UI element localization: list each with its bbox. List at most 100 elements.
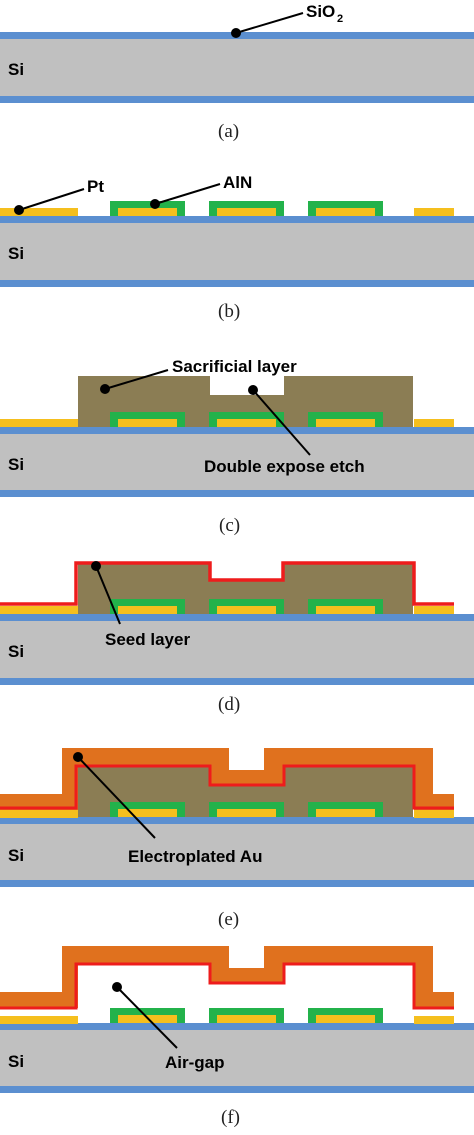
si-label: Si (8, 244, 24, 263)
step-d: Si Seed layer (d) (0, 561, 474, 715)
pt-electrode (316, 1015, 375, 1023)
pt-electrode-left (0, 419, 78, 427)
seed-layer (0, 561, 454, 606)
double-expose-pointer-dot (248, 385, 258, 395)
pt-electrode (217, 1015, 276, 1023)
caption-b: (b) (218, 301, 240, 322)
airgap-pointer (116, 986, 178, 1049)
si-substrate (0, 1026, 474, 1088)
airgap-label: Air-gap (165, 1053, 225, 1072)
pt-pointer-dot (14, 205, 24, 215)
sio2-pointer (235, 12, 304, 34)
pt-electrode-right (414, 606, 454, 614)
sio2-bottom-layer (0, 678, 474, 685)
aln-pt-stack-1 (110, 412, 185, 427)
sacrificial-pointer-dot (100, 384, 110, 394)
si-label: Si (8, 455, 24, 474)
caption-a: (a) (218, 121, 239, 142)
aln-label: AlN (223, 173, 252, 192)
aln-pt-stack-2 (209, 201, 284, 216)
caption-d: (d) (218, 694, 240, 715)
pt-electrode (118, 208, 177, 216)
sio2-bottom-layer (0, 490, 474, 497)
seed-layer (0, 764, 454, 810)
seed-pointer-dot (91, 561, 101, 571)
pt-pointer (18, 188, 85, 211)
electroplated-au-bridge (0, 946, 454, 1008)
electroplated-pointer (77, 756, 156, 839)
step-b: Si Pt AlN (b) (0, 173, 474, 322)
aln-pointer (154, 183, 221, 205)
sio2-bottom-layer (0, 280, 474, 287)
aln-pt-stack-2 (209, 1008, 284, 1023)
pt-electrode-right (414, 208, 454, 216)
si-label: Si (8, 60, 24, 79)
pt-electrode-left (0, 810, 78, 818)
aln-pt-stack-1 (110, 802, 185, 817)
aln-pt-stack-1 (110, 201, 185, 216)
double-expose-label: Double expose etch (204, 457, 365, 476)
aln-pt-stack-2 (209, 802, 284, 817)
si-substrate (0, 430, 474, 492)
aln-pt-stack-2 (209, 599, 284, 614)
sio2-top-layer (0, 427, 474, 434)
sio2-bottom-layer (0, 96, 474, 103)
aln-pt-stack-2 (209, 412, 284, 427)
aln-pt-stack-1 (110, 1008, 185, 1023)
aln-pt-stack-1 (110, 599, 185, 614)
caption-e: (e) (218, 909, 239, 930)
aln-pt-stack-3 (308, 1008, 383, 1023)
si-substrate (0, 820, 474, 882)
pt-electrode (118, 809, 177, 817)
aln-pt-stack-3 (308, 201, 383, 216)
sio2-bottom-layer (0, 1086, 474, 1093)
electroplated-au-layer (0, 748, 454, 810)
pt-electrode (316, 208, 375, 216)
seed-pointer (95, 565, 121, 625)
pt-label: Pt (87, 177, 104, 196)
aln-pt-stack-3 (308, 412, 383, 427)
si-substrate (0, 36, 474, 98)
sio2-pointer-dot (231, 28, 241, 38)
si-label: Si (8, 846, 24, 865)
step-f: Si Air-gap (f) (0, 946, 474, 1128)
electroplated-pointer-dot (73, 752, 83, 762)
sio2-top-layer (0, 817, 474, 824)
aln-pt-stack-3 (308, 599, 383, 614)
caption-f: (f) (221, 1107, 240, 1128)
pt-electrode (316, 606, 375, 614)
step-c: Si Sacrificial layer Double expose etch … (0, 357, 474, 536)
si-label: Si (8, 1052, 24, 1071)
step-a: Si SiO 2 (a) (0, 2, 474, 142)
pt-electrode (217, 606, 276, 614)
aln-pt-stack-3 (308, 802, 383, 817)
sacrificial-pointer (104, 369, 169, 390)
sio2-label-subscript: 2 (337, 13, 343, 25)
pt-electrode (217, 419, 276, 427)
sio2-top-layer (0, 614, 474, 621)
pt-electrode-right (414, 419, 454, 427)
airgap-pointer-dot (112, 982, 122, 992)
sacrificial-label: Sacrificial layer (172, 357, 297, 376)
aln-pointer-dot (150, 199, 160, 209)
pt-electrode-left (0, 606, 78, 614)
sio2-top-layer (0, 1023, 474, 1030)
pt-electrode-right (414, 1016, 454, 1024)
electroplated-label: Electroplated Au (128, 847, 262, 866)
double-expose-pointer (252, 389, 311, 456)
si-substrate (0, 618, 474, 680)
pt-electrode (316, 419, 375, 427)
pt-electrode (118, 606, 177, 614)
pt-electrode (217, 809, 276, 817)
si-substrate (0, 220, 474, 282)
sio2-label: SiO (306, 2, 335, 21)
step-e: Si Electroplated Au (e) (0, 748, 474, 930)
pt-electrode (118, 419, 177, 427)
si-label: Si (8, 642, 24, 661)
pt-electrode-left (0, 1016, 78, 1024)
seed-label: Seed layer (105, 630, 190, 649)
seed-layer (0, 962, 454, 1010)
caption-c: (c) (219, 515, 240, 536)
